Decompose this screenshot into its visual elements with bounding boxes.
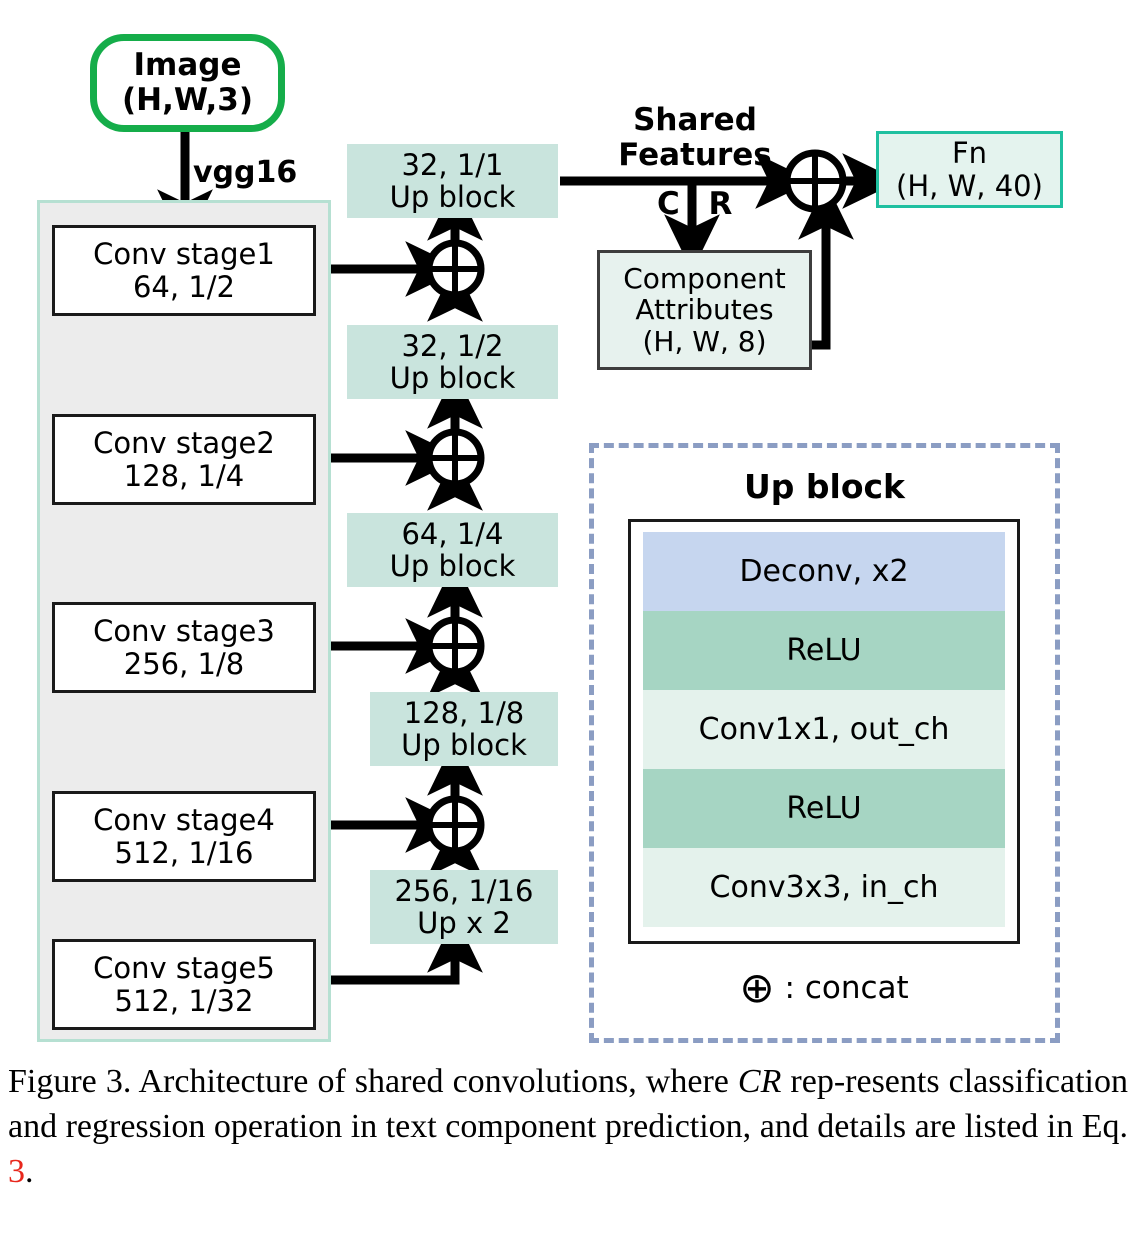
concat-icon: ⊕ xyxy=(739,963,775,1012)
up-block-layer: ReLU xyxy=(643,769,1005,848)
up-block-spec: 128, 1/8 xyxy=(403,695,525,730)
up-block-layer: Conv3x3, in_ch xyxy=(643,848,1005,927)
conv-stage-name: Conv stage2 xyxy=(93,426,275,461)
fn-label-line2: (H, W, 40) xyxy=(896,168,1043,203)
concat-legend-text: : concat xyxy=(784,970,909,1006)
up-block-layer: ReLU xyxy=(643,611,1005,690)
component-attributes-line2: Attributes xyxy=(635,293,774,327)
conv-stage-box: Conv stage5 512, 1/32 xyxy=(52,939,316,1030)
up-block-kind: Up block xyxy=(401,728,527,762)
conv-stage-spec: 128, 1/4 xyxy=(123,458,245,493)
caption-text-part1: Figure 3. Architecture of shared convolu… xyxy=(8,1063,738,1100)
up-block-item: 128, 1/8 Up block xyxy=(370,692,558,766)
up-block-kind: Up block xyxy=(389,361,516,395)
up-block-item: 32, 1/2 Up block xyxy=(347,325,558,399)
vgg16-label: vgg16 xyxy=(193,155,298,190)
shared-features-label: Shared Features xyxy=(618,101,772,173)
conv-stage-name: Conv stage5 xyxy=(93,951,275,986)
conv-stage-box: Conv stage3 256, 1/8 xyxy=(52,602,316,693)
up-block-spec: 256, 1/16 xyxy=(394,873,534,908)
conv-stage-box: Conv stage4 512, 1/16 xyxy=(52,791,316,882)
caption-equation-reference[interactable]: 3 xyxy=(8,1152,25,1190)
up-block-kind: Up block xyxy=(389,549,516,583)
conv-stage-spec: 512, 1/32 xyxy=(114,983,254,1018)
input-image-node: Image (H,W,3) xyxy=(90,34,285,132)
up-block-kind: Up block xyxy=(389,180,516,214)
conv-stage-box: Conv stage1 64, 1/2 xyxy=(52,225,316,316)
concat-legend: ⊕ : concat xyxy=(628,960,1020,1016)
up-block-spec: 32, 1/1 xyxy=(401,147,504,182)
conv-stage-name: Conv stage4 xyxy=(93,803,275,838)
conv-stage-spec: 512, 1/16 xyxy=(114,835,254,870)
input-image-label-line1: Image xyxy=(133,47,242,84)
conv-stage-spec: 256, 1/8 xyxy=(123,646,245,681)
conv-stage-name: Conv stage1 xyxy=(93,237,275,272)
up-block-item: 64, 1/4 Up block xyxy=(347,513,558,587)
component-attributes-line3: (H, W, 8) xyxy=(642,324,767,358)
component-attributes-box: Component Attributes (H, W, 8) xyxy=(597,250,812,370)
component-attributes-line1: Component xyxy=(623,261,786,295)
fn-output-box: Fn (H, W, 40) xyxy=(876,131,1063,208)
up-block-item: 32, 1/1 Up block xyxy=(347,144,558,218)
up-block-item: 256, 1/16 Up x 2 xyxy=(370,870,558,944)
up-block-layer: Conv1x1, out_ch xyxy=(643,690,1005,769)
input-image-label-line2: (H,W,3) xyxy=(121,82,254,118)
up-block-legend-title: Up block xyxy=(743,466,906,506)
up-block-kind: Up x 2 xyxy=(417,906,511,940)
caption-text-part2: rep-resents classification and regressio… xyxy=(8,1063,1129,1145)
cr-operation-label: C R xyxy=(657,186,742,222)
up-block-layer-stack: Deconv, x2 ReLU Conv1x1, out_ch ReLU Con… xyxy=(628,519,1020,944)
caption-cr-symbol: CR xyxy=(737,1063,782,1100)
up-block-spec: 64, 1/4 xyxy=(401,516,504,551)
figure-caption: Figure 3. Architecture of shared convolu… xyxy=(8,1060,1128,1195)
conv-stage-box: Conv stage2 128, 1/4 xyxy=(52,414,316,505)
conv-stage-spec: 64, 1/2 xyxy=(132,269,235,304)
up-block-legend-panel xyxy=(589,443,1060,1043)
up-block-spec: 32, 1/2 xyxy=(401,328,504,363)
conv-stage-name: Conv stage3 xyxy=(93,614,275,649)
up-block-layer: Deconv, x2 xyxy=(643,532,1005,611)
fn-label-line1: Fn xyxy=(951,136,988,171)
caption-text-end: . xyxy=(25,1152,34,1190)
